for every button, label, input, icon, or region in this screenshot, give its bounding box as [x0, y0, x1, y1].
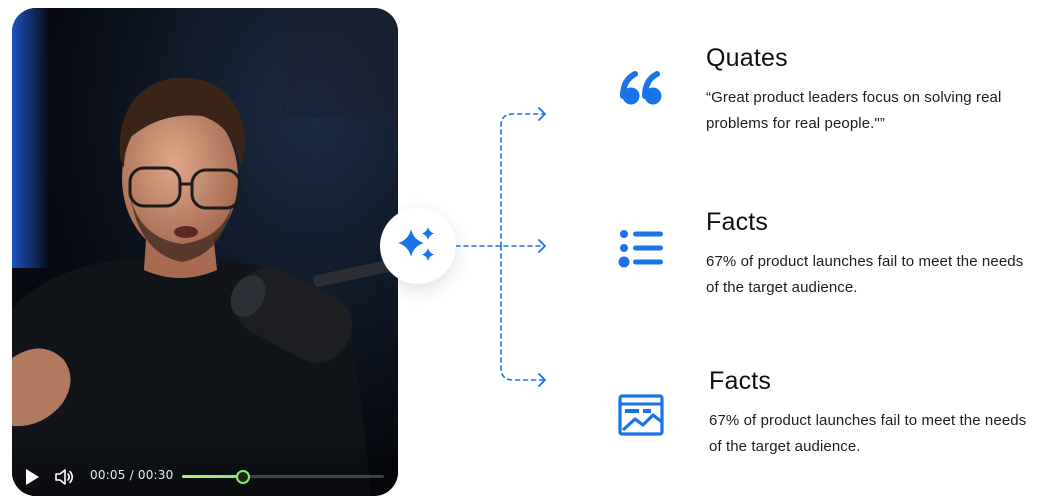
time-readout: 00:05 / 00:30	[90, 468, 174, 482]
insight-text-facts-1: 67% of product launches fail to meet the…	[706, 253, 1024, 296]
video-controls: 00:05 / 00:30	[12, 432, 398, 496]
list-icon	[618, 230, 663, 268]
insight-title-facts-1: Facts	[706, 208, 769, 236]
play-icon[interactable]	[24, 468, 40, 486]
progress-bar[interactable]	[182, 470, 384, 484]
quote-icon	[620, 71, 662, 105]
insight-text-quotes: “Great product leaders focus on solving …	[706, 89, 1002, 132]
progress-fill	[182, 475, 243, 478]
insight-title-quotes: Quates	[706, 44, 788, 72]
progress-thumb[interactable]	[235, 470, 250, 484]
video-player[interactable]: 00:05 / 00:30	[12, 8, 398, 496]
insight-text-facts-2: 67% of product launches fail to meet the…	[709, 412, 1027, 455]
insight-title-facts-2: Facts	[709, 367, 772, 395]
video-frame	[12, 8, 398, 496]
chart-window-icon	[618, 394, 664, 436]
volume-icon[interactable]	[54, 467, 74, 487]
ai-sparkle-button[interactable]	[380, 208, 456, 284]
sparkle-icon	[398, 227, 434, 261]
